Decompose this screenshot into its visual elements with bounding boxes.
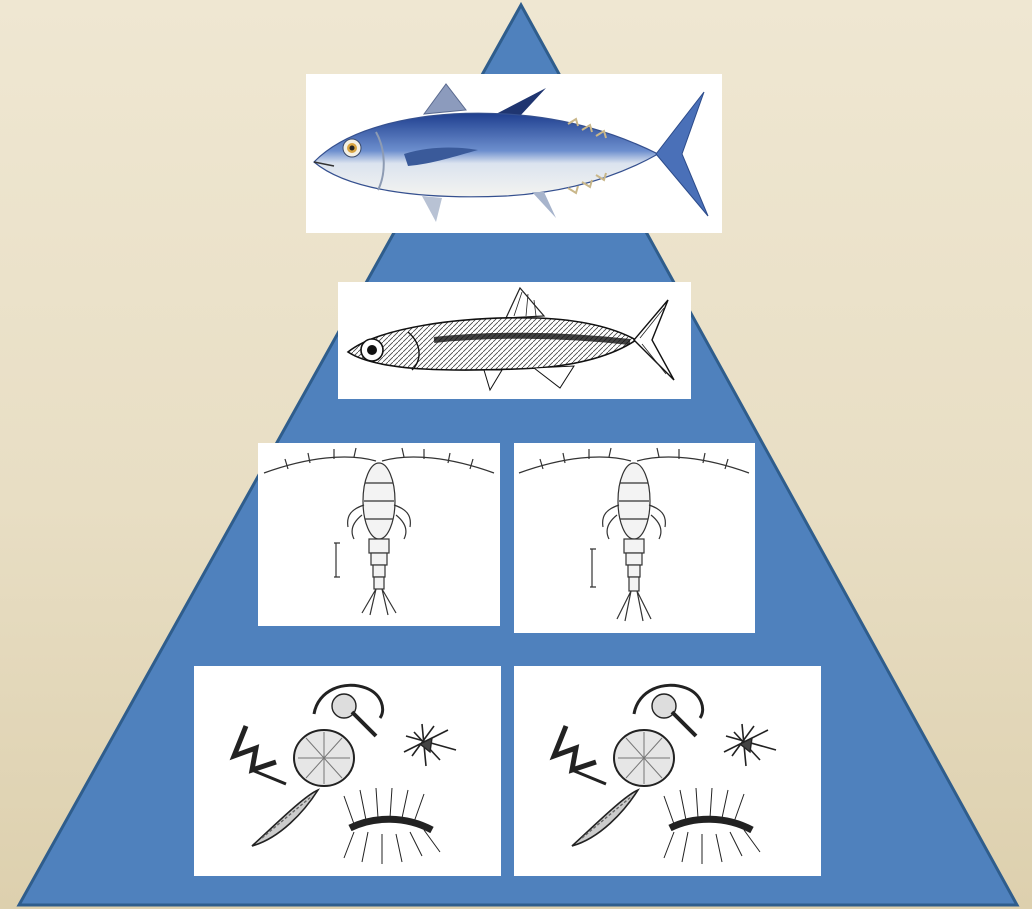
level-4-panel-phytoplankton-left <box>194 666 501 876</box>
level-4-panel-phytoplankton-right <box>514 666 821 876</box>
level-2-panel-anchovy <box>338 282 691 399</box>
tuna-icon <box>306 74 722 233</box>
copepod-icon <box>514 443 755 633</box>
level-3-panel-copepod-right <box>514 443 755 633</box>
level-3-panel-copepod-left <box>258 443 500 626</box>
copepod-icon <box>258 443 500 626</box>
anchovy-icon <box>338 282 691 399</box>
phytoplankton-icon <box>514 666 821 876</box>
phytoplankton-icon <box>194 666 501 876</box>
level-1-panel-tuna <box>306 74 722 233</box>
